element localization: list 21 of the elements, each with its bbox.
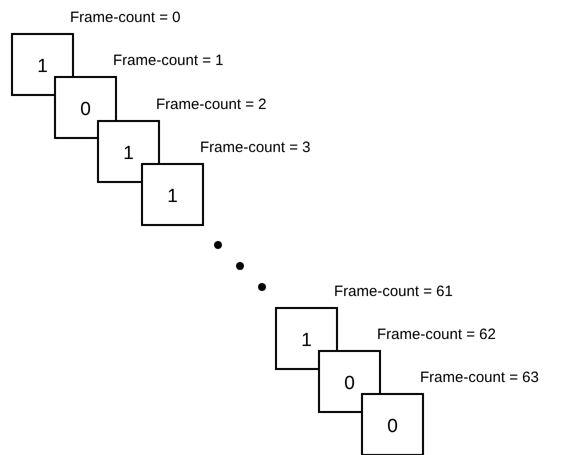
bit-value: 0 [387, 417, 398, 436]
bit-value: 0 [80, 100, 91, 119]
bit-value: 1 [37, 57, 48, 76]
frame-box [361, 393, 424, 455]
bit-value: 1 [167, 187, 178, 206]
frame-count-label: Frame-count = 2 [156, 97, 266, 112]
frame-count-label: Frame-count = 62 [377, 327, 496, 342]
frame-box [11, 33, 74, 96]
frame-count-label: Frame-count = 61 [334, 284, 453, 299]
frame-box [318, 350, 381, 413]
frame-box [275, 307, 338, 370]
frame-count-label: Frame-count = 63 [420, 370, 539, 385]
frame-box [141, 163, 204, 226]
bit-value: 0 [344, 374, 355, 393]
frame-count-label: Frame-count = 1 [113, 53, 224, 68]
frame-count-label: Frame-count = 3 [200, 140, 310, 155]
frame-box [97, 120, 160, 183]
frame-box [54, 76, 117, 139]
bit-value: 1 [301, 331, 312, 350]
frame-count-label: Frame-count = 0 [70, 10, 180, 25]
bit-value: 1 [123, 144, 134, 163]
